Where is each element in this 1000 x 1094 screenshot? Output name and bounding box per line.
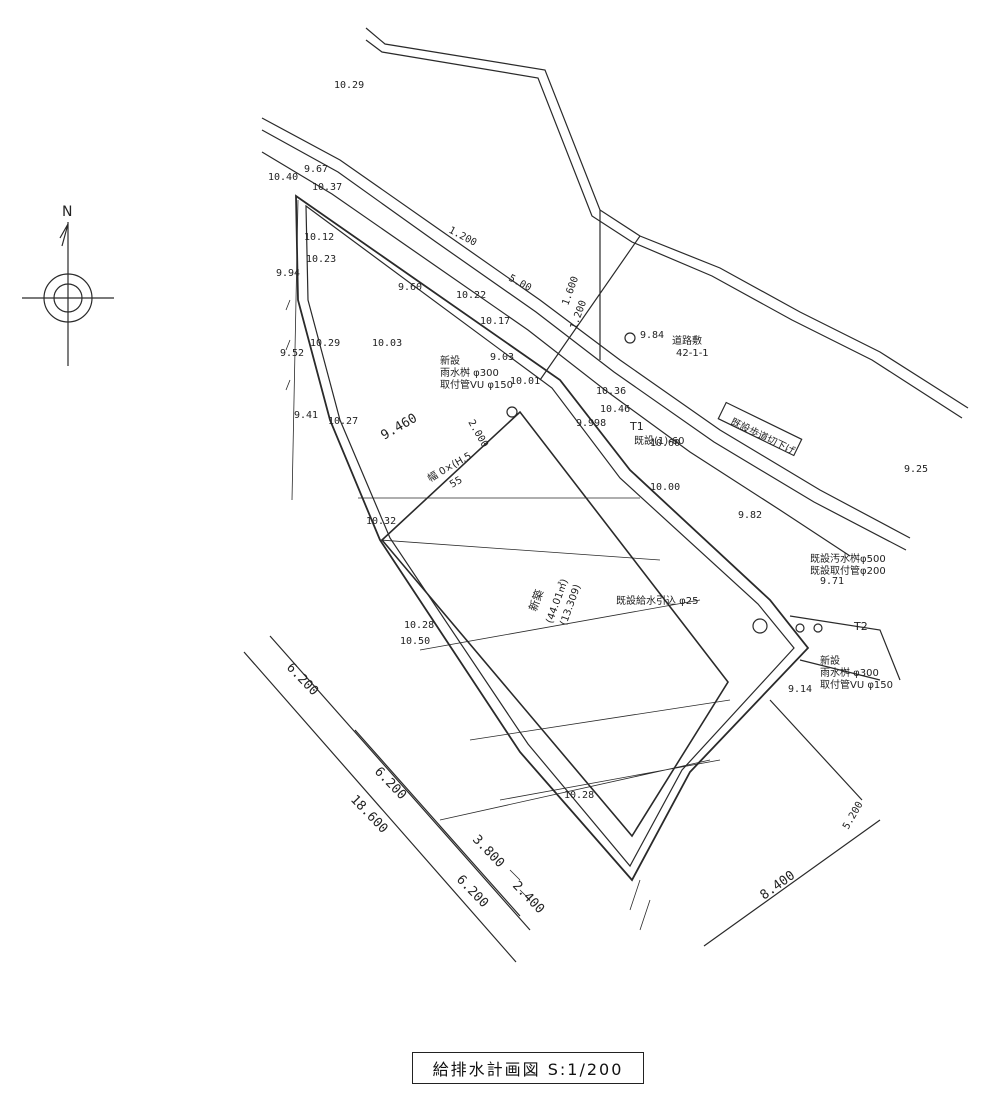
t1-label: T1 — [629, 420, 644, 433]
building-label: 新築 — [526, 588, 547, 613]
compass-ring-inner — [53, 283, 83, 313]
basin-marker-2 — [752, 618, 768, 634]
dim-11: 6.200 — [453, 872, 491, 911]
elev-21: 9.998 — [576, 418, 606, 429]
building-footprint — [380, 410, 729, 838]
elev-13: 10.29 — [310, 338, 340, 349]
dim-9: 18.600 — [347, 792, 390, 836]
dimension-lines-left — [243, 635, 531, 963]
elev-4: 10.37 — [312, 182, 342, 193]
existing-pipe-label: 既設(1)-60 — [634, 434, 685, 447]
basin-marker-4 — [795, 623, 805, 633]
elev-2: 9.67 — [304, 164, 328, 175]
curb-cut-label: 既設歩道切下げ — [729, 415, 798, 457]
compass-ring-outer — [43, 273, 93, 323]
dim-6: 2.000 — [465, 418, 490, 450]
dim-12: 2.400 — [509, 878, 547, 917]
road-edge-upper-inner — [365, 39, 963, 419]
elev-27: 10.28 — [404, 620, 434, 631]
dimension-lines-right — [703, 699, 881, 947]
sidewalk-edge-1 — [261, 117, 911, 539]
elev-12: 9.52 — [280, 348, 304, 359]
dim-2: 5.00 — [507, 273, 533, 294]
elev-10: 10.17 — [480, 316, 510, 327]
boundary-hatching — [285, 199, 651, 931]
elev-30: 9.14 — [788, 684, 812, 695]
road-area-label: 道路敷 — [672, 334, 702, 347]
road-partition — [539, 210, 641, 381]
dim-7: 6.200 — [283, 660, 321, 699]
basin-marker-1 — [506, 406, 518, 418]
north-label: N — [62, 204, 72, 220]
elev-23: 9.25 — [904, 464, 928, 475]
elev-25: 9.71 — [820, 576, 844, 587]
curb-cut-box — [717, 401, 803, 457]
t2-label: T2 — [853, 620, 868, 633]
rain-basin-new-2: 新設 — [820, 654, 840, 667]
elev-26: 10.32 — [366, 516, 396, 527]
existing-sewer-basin-label: 既設汚水桝φ500 — [810, 552, 886, 565]
site-boundary — [295, 194, 810, 882]
road-right-fragment — [789, 615, 901, 681]
dim-5: 9.460 — [379, 411, 420, 444]
elev-19: 10.36 — [596, 386, 626, 397]
elev-18: 9.84 — [640, 330, 664, 341]
elev-31: 10.60 — [650, 438, 680, 449]
elev-15: 10.01 — [510, 376, 540, 387]
rain-pipe-spec-2: 取付管VU φ150 — [820, 678, 893, 691]
rain-basin-spec-2: 雨水桝 φ300 — [820, 666, 879, 679]
sidewalk-edge-2 — [261, 129, 907, 551]
elev-9: 10.22 — [456, 290, 486, 301]
elev-29: 10.28 — [564, 790, 594, 801]
road-lot-label: 42-1-1 — [676, 348, 709, 359]
road-edge-upper — [365, 27, 969, 409]
elev-6: 10.23 — [306, 254, 336, 265]
elev-20: 10.46 — [600, 404, 630, 415]
sidewalk-edge-3 — [261, 151, 851, 557]
leader-lines — [358, 497, 731, 821]
rain-basin-new-1: 新設 — [440, 354, 460, 367]
elev-14: 9.03 — [490, 352, 514, 363]
elev-5: 10.12 — [304, 232, 334, 243]
basin-marker-5 — [813, 623, 823, 633]
elev-24: 9.82 — [738, 510, 762, 521]
site-boundary-inner — [305, 204, 795, 868]
dim-14: 5.200 — [841, 800, 866, 832]
elev-28: 10.50 — [400, 636, 430, 647]
elev-22: 10.00 — [650, 482, 680, 493]
elev-16: 9.41 — [294, 410, 318, 421]
north-arrow — [22, 222, 114, 366]
elev-3: 10.40 — [268, 172, 298, 183]
rain-pipe-spec-1: 取付管VU φ150 — [440, 378, 513, 391]
rain-basin-spec-1: 雨水桝 φ300 — [440, 366, 499, 379]
elev-1: 10.29 — [334, 80, 364, 91]
dim-13: 8.400 — [758, 868, 798, 903]
basin-marker-3 — [624, 332, 636, 344]
compass-needle — [59, 223, 69, 247]
existing-sewer-pipe-label: 既設取付管φ200 — [810, 564, 886, 577]
drawing-title: 給排水計画図 S:1/200 — [412, 1052, 644, 1084]
elev-8: 9.60 — [398, 282, 422, 293]
elev-11: 10.03 — [372, 338, 402, 349]
elev-7: 9.94 — [276, 268, 300, 279]
elev-17: 10.27 — [328, 416, 358, 427]
existing-water-intake-label: 既設給水引込 φ25 — [616, 594, 699, 607]
